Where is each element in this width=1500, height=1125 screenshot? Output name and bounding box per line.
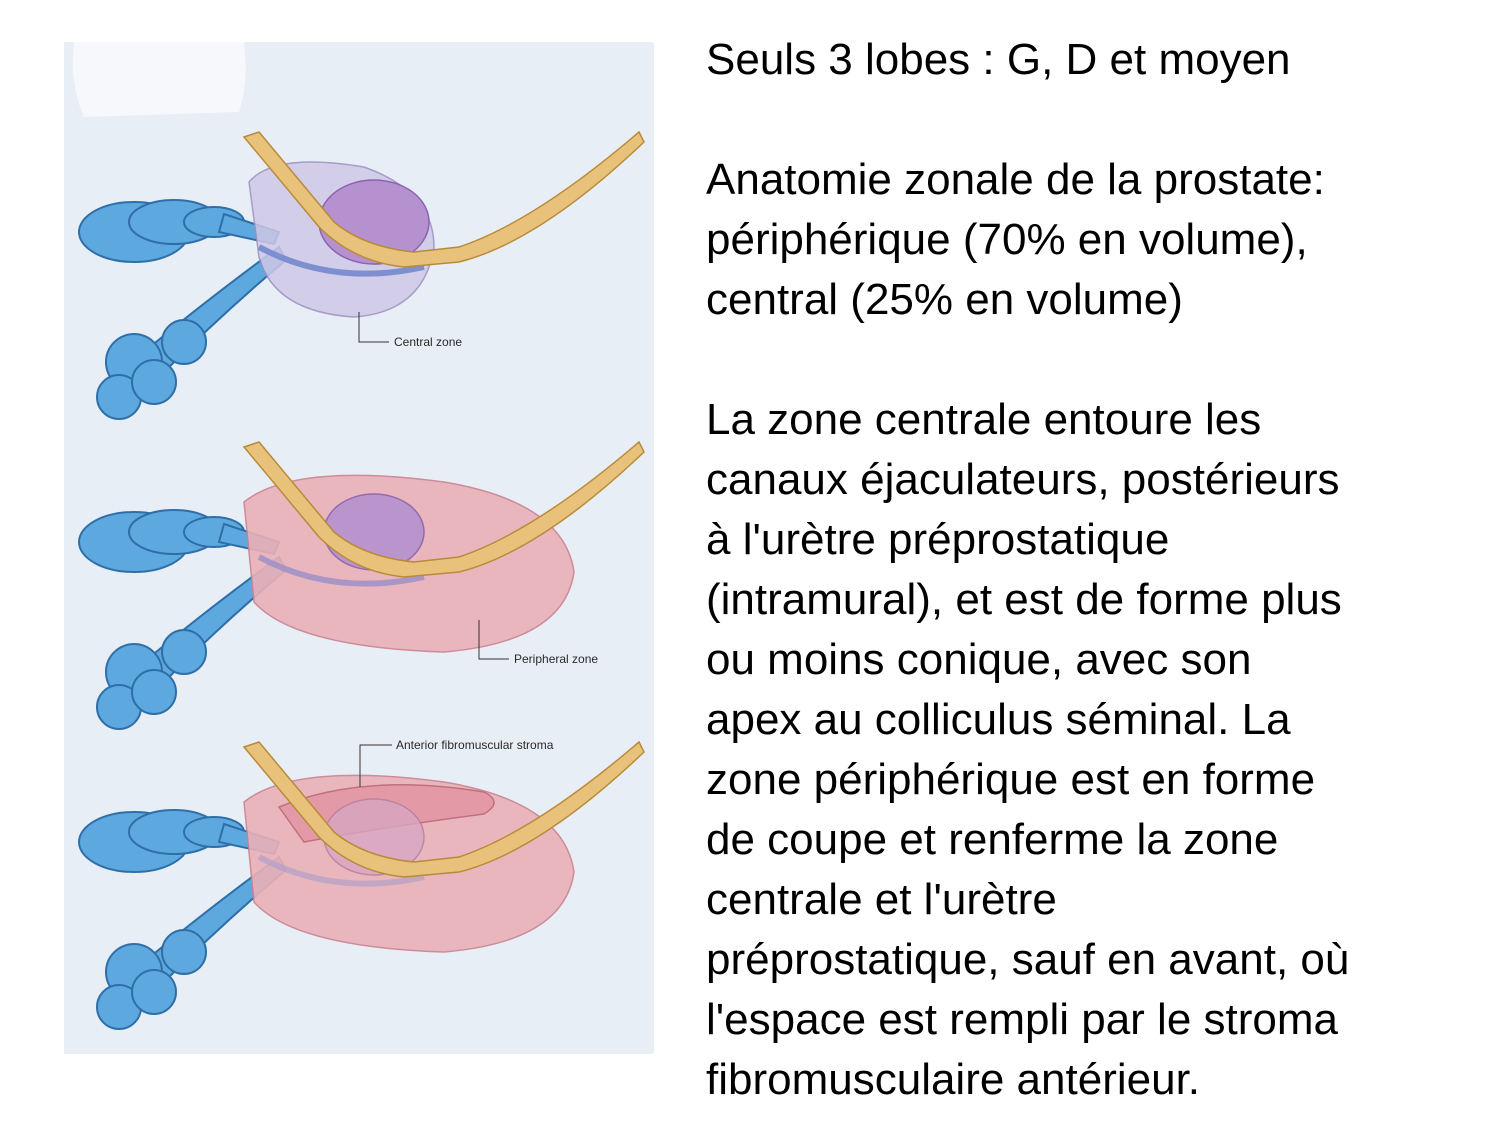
slide-heading: Seuls 3 lobes : G, D et moyen (706, 35, 1291, 84)
slide-text: Seuls 3 lobes : G, D et moyen Anatomie z… (706, 30, 1466, 1110)
diagram-anterior-fibromuscular-stroma: Anterior fibromuscular stroma (78, 738, 645, 1030)
zonal-anatomy-paragraph: Anatomie zonale de la prostate: périphér… (706, 155, 1325, 324)
label-central-zone: Central zone (394, 335, 462, 349)
prostate-zonal-anatomy-figure: Central zone Peripheral zone (64, 42, 654, 1054)
label-peripheral-zone: Peripheral zone (514, 652, 598, 666)
central-zone-paragraph: La zone centrale entoure les canaux éjac… (706, 395, 1350, 1104)
diagram-central-zone: Central zone (78, 130, 645, 420)
diagram-peripheral-zone: Peripheral zone (78, 440, 645, 730)
label-anterior-fibromuscular-stroma: Anterior fibromuscular stroma (396, 738, 554, 752)
